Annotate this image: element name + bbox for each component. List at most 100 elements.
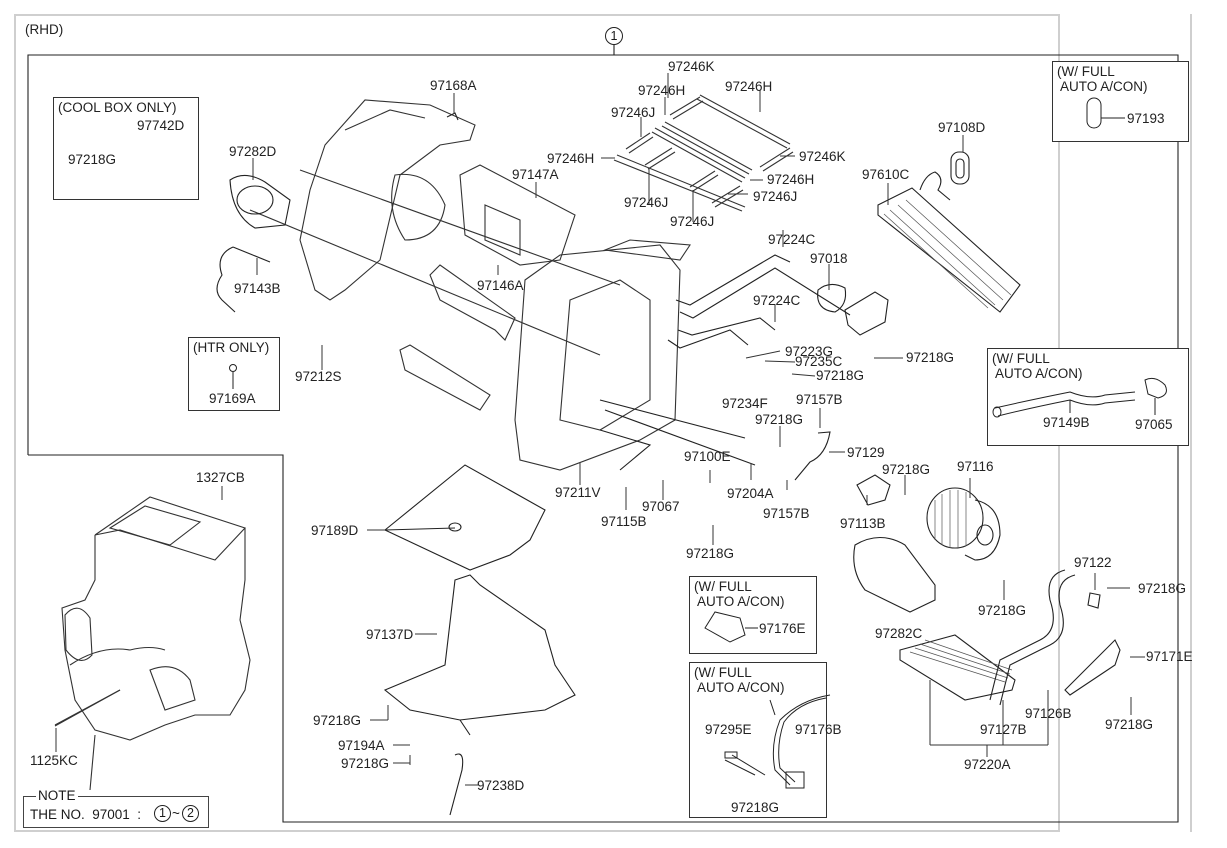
part-label-97143B[interactable]: 97143B bbox=[234, 281, 281, 296]
part-label-97224C-b[interactable]: 97224C bbox=[753, 293, 801, 308]
part-label-97246J-b[interactable]: 97246J bbox=[753, 189, 798, 204]
part-label-97234F[interactable]: 97234F bbox=[722, 396, 768, 411]
main-assembly-border bbox=[27, 54, 1179, 823]
part-label-97204A[interactable]: 97204A bbox=[727, 486, 774, 501]
part-label-97246J-a[interactable]: 97246J bbox=[611, 105, 656, 120]
filter-strips bbox=[613, 94, 794, 212]
part-label-97218G-g[interactable]: 97218G bbox=[1138, 581, 1187, 596]
heater-core-art bbox=[899, 634, 1016, 701]
part-label-97223G[interactable]: 97223G bbox=[785, 344, 834, 359]
part-label-97018[interactable]: 97018 bbox=[810, 251, 848, 266]
part-label-97218G-auto-ac[interactable]: 97218G bbox=[731, 800, 780, 815]
part-label-97218G-b[interactable]: 97218G bbox=[906, 350, 955, 365]
part-label-97113B[interactable]: 97113B bbox=[840, 516, 886, 531]
part-label-1327CB[interactable]: 1327CB bbox=[196, 470, 245, 485]
part-label-97282D[interactable]: 97282D bbox=[229, 144, 277, 159]
part-label-97246H-c[interactable]: 97246H bbox=[547, 151, 595, 166]
part-label-97246K-right[interactable]: 97246K bbox=[799, 149, 846, 164]
part-label-97157B-b[interactable]: 97157B bbox=[763, 506, 810, 521]
heater-pipes-art bbox=[989, 569, 1066, 701]
cool-box-title: (COOL BOX ONLY) bbox=[58, 100, 177, 115]
part-label-97126B[interactable]: 97126B bbox=[1025, 706, 1072, 721]
part-label-97189D[interactable]: 97189D bbox=[311, 523, 359, 538]
part-label-97168A[interactable]: 97168A bbox=[430, 78, 477, 93]
part-label-97218G-f[interactable]: 97218G bbox=[978, 603, 1027, 618]
part-label-97246J-c[interactable]: 97246J bbox=[624, 195, 669, 210]
part-label-97246H-d[interactable]: 97246H bbox=[767, 172, 815, 187]
htr-only-box: (HTR ONLY) bbox=[188, 337, 280, 411]
note-title: NOTE bbox=[36, 788, 78, 803]
part-label-1125KC[interactable]: 1125KC bbox=[30, 753, 78, 768]
part-label-97238D[interactable]: 97238D bbox=[477, 778, 525, 793]
part-label-97246J-d[interactable]: 97246J bbox=[670, 214, 715, 229]
pipe-bracket-art bbox=[1064, 639, 1121, 696]
auto-ac-box-4: (W/ FULL AUTO A/CON) bbox=[689, 662, 827, 818]
grommet-art bbox=[950, 151, 970, 185]
part-label-97171E[interactable]: 97171E bbox=[1146, 649, 1193, 664]
part-label-97218G-d[interactable]: 97218G bbox=[686, 546, 735, 561]
tray-art bbox=[383, 464, 546, 571]
part-label-97742D[interactable]: 97742D bbox=[137, 118, 185, 133]
part-label-97149B[interactable]: 97149B bbox=[1043, 415, 1090, 430]
part-label-97218G-h[interactable]: 97218G bbox=[1105, 717, 1154, 732]
part-label-97211V[interactable]: 97211V bbox=[555, 485, 601, 500]
rod-art bbox=[794, 431, 831, 481]
evaporator-art bbox=[877, 187, 1021, 313]
auto-ac-box-3-title: (W/ FULL AUTO A/CON) bbox=[694, 579, 785, 609]
note-text: THE NO. 97001 : bbox=[30, 807, 142, 822]
frame-right-border bbox=[1190, 14, 1192, 832]
full-assembly-art bbox=[54, 496, 251, 791]
sensor-wire-art bbox=[216, 246, 236, 313]
part-label-97127B[interactable]: 97127B bbox=[980, 722, 1027, 737]
note-range-to: 2 bbox=[182, 805, 199, 822]
heater-case bbox=[249, 99, 691, 471]
part-label-97129[interactable]: 97129 bbox=[847, 445, 885, 460]
part-label-97067[interactable]: 97067 bbox=[642, 499, 680, 514]
htr-only-title: (HTR ONLY) bbox=[193, 340, 270, 355]
part-label-97246K-top[interactable]: 97246K bbox=[668, 59, 715, 74]
part-label-97169A[interactable]: 97169A bbox=[209, 391, 256, 406]
part-label-97116[interactable]: 97116 bbox=[957, 459, 994, 474]
part-label-97115B[interactable]: 97115B bbox=[601, 514, 647, 529]
part-label-97220A[interactable]: 97220A bbox=[964, 757, 1011, 772]
part-label-97176B[interactable]: 97176B bbox=[795, 722, 842, 737]
inlet-duct-art bbox=[229, 174, 291, 229]
blower-fan-art bbox=[926, 487, 984, 549]
part-label-97100E[interactable]: 97100E bbox=[684, 449, 731, 464]
part-label-97610C[interactable]: 97610C bbox=[862, 167, 910, 182]
part-label-97137D[interactable]: 97137D bbox=[366, 627, 414, 642]
part-label-97157B-a[interactable]: 97157B bbox=[796, 392, 843, 407]
part-label-97246H-a[interactable]: 97246H bbox=[638, 83, 686, 98]
lower-case-art bbox=[383, 574, 576, 721]
actuator-art bbox=[817, 283, 847, 313]
part-label-97212S[interactable]: 97212S bbox=[295, 369, 342, 384]
part-label-97218G-cool-box[interactable]: 97218G bbox=[68, 152, 117, 167]
part-label-97193[interactable]: 97193 bbox=[1127, 111, 1165, 126]
part-label-97282C[interactable]: 97282C bbox=[875, 626, 923, 641]
part-label-97194A[interactable]: 97194A bbox=[338, 738, 385, 753]
duct-art bbox=[853, 536, 936, 613]
clip-art bbox=[446, 112, 459, 121]
part-label-97176E[interactable]: 97176E bbox=[759, 621, 806, 636]
part-label-97218G-j[interactable]: 97218G bbox=[341, 756, 390, 771]
note-range-sep: ~ bbox=[172, 806, 180, 821]
part-label-97146A[interactable]: 97146A bbox=[477, 278, 524, 293]
assembly-ref-marker: 1 bbox=[605, 27, 623, 45]
part-label-97108D[interactable]: 97108D bbox=[938, 120, 986, 135]
part-label-97147A[interactable]: 97147A bbox=[512, 167, 559, 182]
part-label-97295E[interactable]: 97295E bbox=[705, 722, 752, 737]
note-range-from: 1 bbox=[154, 805, 171, 822]
part-label-97218G-e[interactable]: 97218G bbox=[882, 462, 931, 477]
part-label-97235C[interactable]: 97235C bbox=[795, 354, 843, 369]
cool-box-only-box: (COOL BOX ONLY) bbox=[53, 97, 199, 200]
part-label-97224C-a[interactable]: 97224C bbox=[768, 232, 816, 247]
part-label-97065[interactable]: 97065 bbox=[1135, 417, 1173, 432]
part-label-97218G-i[interactable]: 97218G bbox=[313, 713, 362, 728]
part-label-97246H-b[interactable]: 97246H bbox=[725, 79, 773, 94]
part-label-97218G-c[interactable]: 97218G bbox=[755, 412, 804, 427]
resistor-art bbox=[856, 474, 891, 506]
auto-ac-box-1: (W/ FULL AUTO A/CON) bbox=[1052, 61, 1189, 142]
part-label-97218G-a[interactable]: 97218G bbox=[816, 368, 865, 383]
part-label-97122[interactable]: 97122 bbox=[1074, 555, 1112, 570]
